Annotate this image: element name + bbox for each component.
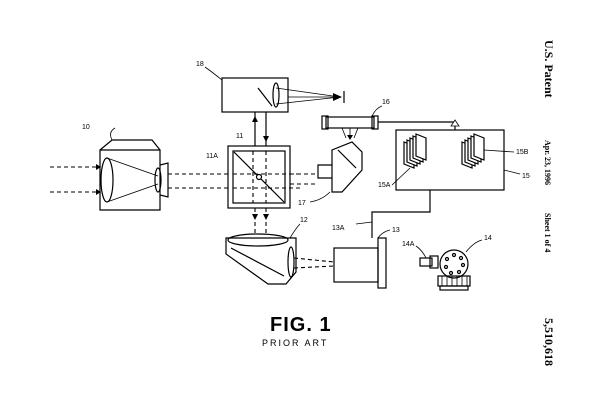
label-17: 17 (298, 200, 306, 207)
label-15b: 15B (516, 149, 529, 156)
label-16: 16 (382, 99, 390, 106)
figure-caption: FIG. 1 (270, 314, 332, 336)
objective-lens-10 (50, 127, 169, 211)
label-14: 14 (484, 235, 492, 242)
label-15a: 15A (378, 182, 391, 189)
camera-13 (333, 229, 391, 289)
label-14a: 14A (402, 241, 415, 248)
label-15: 15 (522, 173, 530, 180)
viewfinder-18 (204, 66, 345, 113)
beam-splitter-11 (227, 145, 300, 209)
label-13a: 13A (332, 225, 345, 232)
label-18: 18 (196, 61, 204, 68)
relay-prism-17 (290, 141, 363, 203)
filter-stack-15b (461, 133, 485, 169)
sidebar-number: 5,510,618 (542, 318, 556, 366)
label-10: 10 (82, 124, 90, 131)
relay-lens-12 (225, 223, 335, 285)
label-13: 13 (392, 227, 400, 234)
figure-subcaption: PRIOR ART (262, 338, 328, 348)
focus-unit-16 (321, 105, 460, 140)
label-11a: 11A (206, 153, 218, 160)
label-12: 12 (300, 217, 308, 224)
label-11: 11 (236, 133, 243, 140)
patent-sidebar: U.S. Patent Apr. 23, 1996 Sheet 1 of 4 5… (542, 40, 556, 366)
control-line-13a (371, 190, 431, 238)
sidebar-patent: U.S. Patent (542, 40, 556, 98)
recorder-14 (415, 239, 483, 291)
filter-stack-15a (403, 133, 427, 169)
sidebar-date: Apr. 23, 1996 (543, 140, 552, 185)
filter-unit-15 (391, 129, 521, 191)
sidebar-sheet: Sheet 1 of 4 (543, 213, 552, 252)
